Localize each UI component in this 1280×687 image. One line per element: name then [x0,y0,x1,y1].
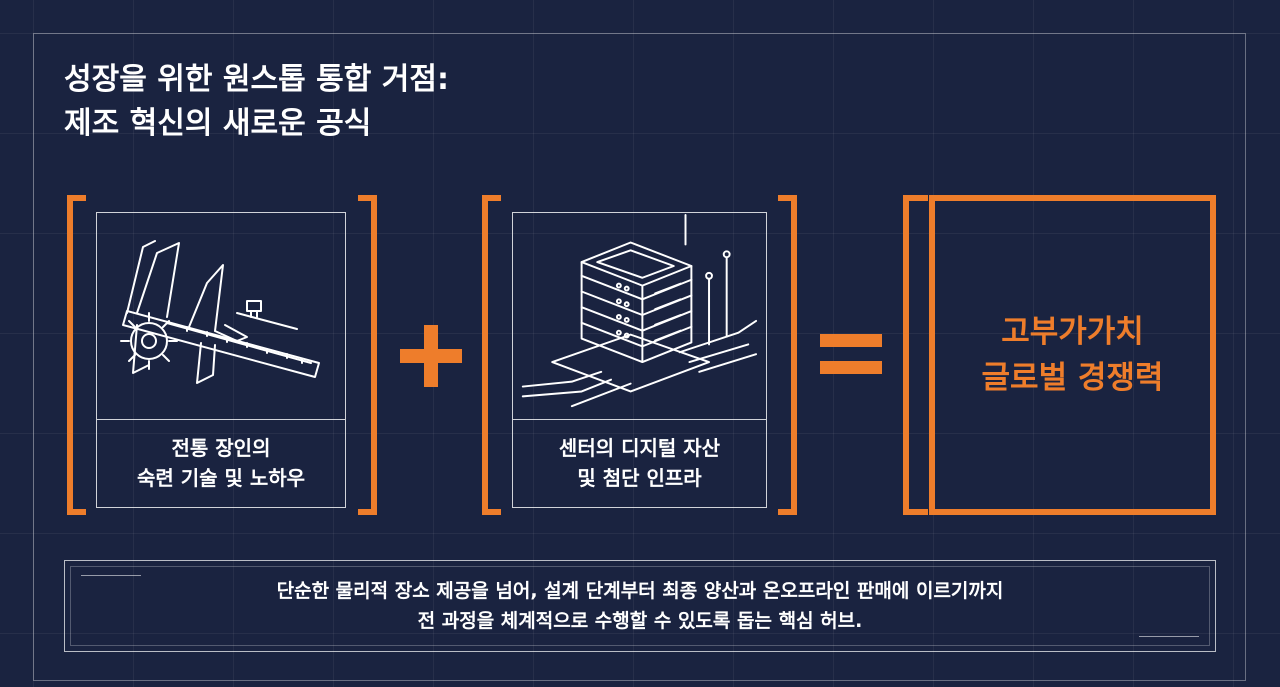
plus-operator [400,325,462,387]
footer-line-2: 전 과정을 체계적으로 수행할 수 있도록 돕는 핵심 허브. [417,610,863,632]
title-line-2: 제조 혁신의 새로운 공식 [64,106,372,141]
outer-frame [33,33,1246,681]
bracket-right-1 [358,195,377,515]
footer-description-box: 단순한 물리적 장소 제공을 넘어, 설계 단계부터 최종 양산과 온오프라인 … [64,560,1216,652]
panel-divider [97,419,345,420]
result-line-2: 글로벌 경쟁력 [981,360,1164,396]
term-panel-craft: 전통 장인의 숙련 기술 및 노하우 [96,212,346,508]
page-title: 성장을 위한 원스톱 통합 거점: 제조 혁신의 새로운 공식 [64,58,449,146]
term-craft-line-2: 숙련 기술 및 노하우 [136,466,306,490]
term-label-digital: 센터의 디지털 자산 및 첨단 인프라 [513,419,766,507]
term-digital-line-1: 센터의 디지털 자산 [558,436,721,460]
result-line-1: 고부가가치 [1001,314,1144,350]
title-line-1: 성장을 위한 원스톱 통합 거점: [64,62,449,97]
term-panel-digital: 센터의 디지털 자산 및 첨단 인프라 [512,212,767,508]
bracket-left-1 [67,195,86,515]
result-label: 고부가가치 글로벌 경쟁력 [933,200,1212,510]
term-label-craft: 전통 장인의 숙련 기술 및 노하우 [97,419,345,507]
panel-divider [513,419,766,420]
equals-operator [820,334,882,374]
term-digital-line-2: 및 첨단 인프라 [577,466,702,490]
bracket-left-2 [482,195,501,515]
bracket-right-2 [778,195,797,515]
server-rack-icon [521,214,758,408]
result-frame [903,195,1216,515]
footer-deco-line-right [1139,636,1199,637]
footer-deco-line-left [81,575,141,576]
footer-line-1: 단순한 물리적 장소 제공을 넘어, 설계 단계부터 최종 양산과 온오프라인 … [276,580,1004,602]
footer-inner-frame [70,566,1210,646]
caliper-gear-icon [120,240,320,384]
footer-text: 단순한 물리적 장소 제공을 넘어, 설계 단계부터 최종 양산과 온오프라인 … [65,561,1215,651]
term-craft-line-1: 전통 장인의 [171,436,271,460]
